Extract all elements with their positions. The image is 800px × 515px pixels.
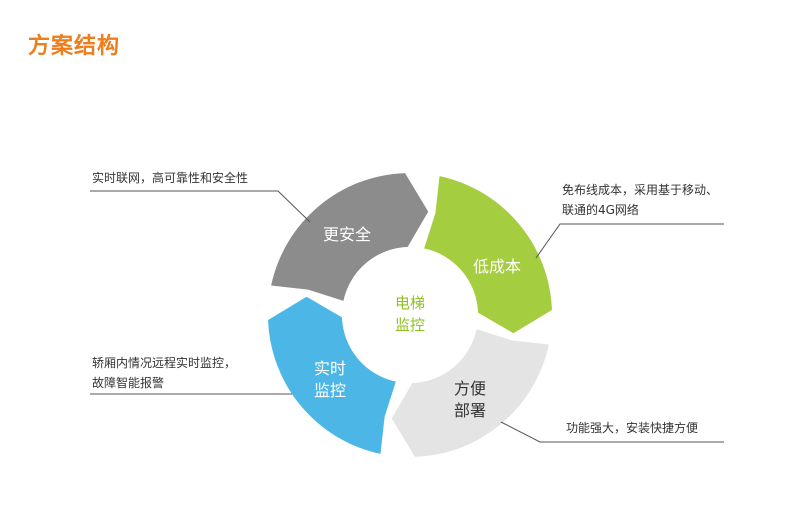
segment-cost <box>424 176 552 334</box>
segment-label-cost-text: 低成本 <box>472 257 521 276</box>
center-label-line1: 电梯 <box>394 294 425 312</box>
leader-line-deploy <box>500 421 724 443</box>
leader-line-safety <box>90 190 311 223</box>
note-cost: 免布线成本，采用基于移动、 联通的4G网络 <box>562 180 718 220</box>
center-circle <box>342 247 478 383</box>
segment-deploy <box>391 329 549 457</box>
note-safety: 实时联网，高可靠性和安全性 <box>92 168 248 188</box>
note-realtime: 轿厢内情况远程实时监控， 故障智能报警 <box>92 353 236 393</box>
segment-label-safety: 更安全 <box>312 224 382 246</box>
note-deploy-line1: 功能强大，安装快捷方便 <box>566 421 699 435</box>
leader-line-cost <box>535 223 724 259</box>
note-cost-line1: 免布线成本，采用基于移动、 <box>562 183 719 197</box>
segment-label-realtime-line2: 监控 <box>313 381 346 400</box>
segment-label-deploy-line2: 部署 <box>453 401 486 420</box>
segment-label-safety-text: 更安全 <box>322 225 371 244</box>
center-label-line2: 监控 <box>394 316 425 334</box>
segment-label-deploy-line1: 方便 <box>453 379 486 398</box>
segment-safety <box>271 173 429 301</box>
note-deploy: 功能强大，安装快捷方便 <box>566 418 698 438</box>
page-title: 方案结构 <box>28 34 121 59</box>
note-realtime-line2: 故障智能报警 <box>92 376 165 390</box>
note-safety-line1: 实时联网，高可靠性和安全性 <box>92 171 249 185</box>
note-cost-line2: 联通的4G网络 <box>562 203 639 217</box>
segment-label-deploy: 方便 部署 <box>440 378 500 422</box>
segment-label-realtime: 实时 监控 <box>300 358 360 402</box>
segment-realtime <box>268 296 396 454</box>
segment-label-realtime-line1: 实时 <box>313 359 346 378</box>
segment-label-cost: 低成本 <box>462 256 532 278</box>
note-realtime-line1: 轿厢内情况远程实时监控， <box>92 356 237 370</box>
center-label: 电梯 监控 <box>380 292 440 336</box>
